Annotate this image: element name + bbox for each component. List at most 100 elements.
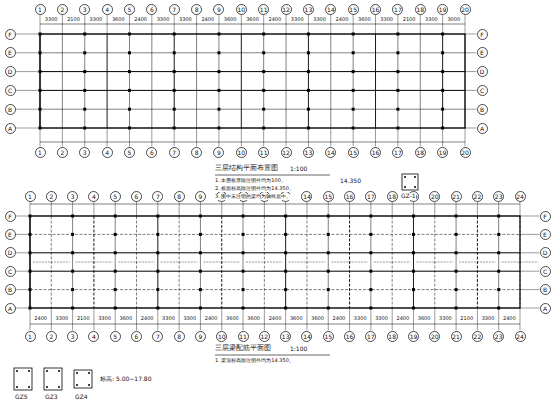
axis-bubble: F xyxy=(540,211,551,222)
detail-label: GZ-1 xyxy=(401,193,416,200)
axis-number: B xyxy=(540,284,551,295)
axis-number: A xyxy=(5,123,16,134)
dimension: 3600 xyxy=(290,316,303,322)
axis-bubble: 7 xyxy=(169,147,180,158)
axis-bubble: 21 xyxy=(451,191,462,202)
axis-bubble: B xyxy=(5,284,16,295)
axis-number: 15 xyxy=(348,4,359,15)
axis-number: 19 xyxy=(408,331,419,342)
dimension: 3300 xyxy=(56,316,69,322)
column-label: GZ5 xyxy=(15,394,28,401)
axis-bubble: 23 xyxy=(493,331,504,342)
axis-number: 5 xyxy=(124,4,135,15)
axis-number: 17 xyxy=(365,191,376,202)
scale: 1:100 xyxy=(290,166,307,173)
axis-number: 8 xyxy=(191,4,202,15)
axis-bubble: 12 xyxy=(281,147,292,158)
axis-number: 1 xyxy=(25,331,36,342)
axis-number: 1 xyxy=(35,147,46,158)
axis-number: 8 xyxy=(174,331,185,342)
axis-number: F xyxy=(5,211,16,222)
axis-number: 14 xyxy=(325,4,336,15)
axis-bubble: 13 xyxy=(303,147,314,158)
axis-number: 15 xyxy=(323,191,334,202)
axis-bubble: 17 xyxy=(392,147,403,158)
axis-number: 1 xyxy=(25,191,36,202)
axis-bubble: 16 xyxy=(344,331,355,342)
axis-bubble: 14 xyxy=(301,331,312,342)
axis-bubble: C xyxy=(477,85,488,96)
axis-number: 3 xyxy=(79,147,90,158)
axis-number: E xyxy=(540,229,551,240)
axis-bubble: 18 xyxy=(415,4,426,15)
axis-number: 9 xyxy=(195,331,206,342)
dimension: 2400 xyxy=(205,316,218,322)
dimension: 2400 xyxy=(396,316,409,322)
axis-bubble: 5 xyxy=(124,4,135,15)
axis-bubble: 6 xyxy=(131,191,142,202)
axis-number: 7 xyxy=(169,147,180,158)
axis-number: 8 xyxy=(191,147,202,158)
axis-bubble: 15 xyxy=(323,331,334,342)
note: 1. 本层板厚除注明外均为100。 xyxy=(215,178,286,184)
axis-number: 23 xyxy=(493,191,504,202)
axis-bubble: 14 xyxy=(325,147,336,158)
axis-number: D xyxy=(477,66,488,77)
axis-number: 24 xyxy=(515,331,526,342)
axis-number: 9 xyxy=(213,147,224,158)
axis-bubble: 4 xyxy=(88,191,99,202)
axis-number: 23 xyxy=(493,331,504,342)
dimension: 3300 xyxy=(179,17,192,23)
axis-number: 3 xyxy=(79,4,90,15)
axis-bubble: 23 xyxy=(493,191,504,202)
axis-number: 14 xyxy=(325,147,336,158)
dimension: 3300 xyxy=(90,17,103,23)
axis-number: 24 xyxy=(515,191,526,202)
axis-number: 16 xyxy=(370,147,381,158)
axis-number: 3 xyxy=(67,331,78,342)
axis-number: 7 xyxy=(169,4,180,15)
axis-number: 17 xyxy=(392,147,403,158)
dimension: 3300 xyxy=(157,17,170,23)
axis-number: 22 xyxy=(472,331,483,342)
axis-bubble: 1 xyxy=(35,147,46,158)
axis-bubble: 4 xyxy=(102,4,113,15)
axis-bubble: 15 xyxy=(348,147,359,158)
axis-number: 4 xyxy=(88,331,99,342)
axis-bubble: 18 xyxy=(387,191,398,202)
axis-number: 4 xyxy=(102,147,113,158)
axis-number: F xyxy=(540,211,551,222)
dimension: 3600 xyxy=(247,316,260,322)
axis-bubble: B xyxy=(540,284,551,295)
dimension: 2100 xyxy=(403,17,416,23)
axis-bubble: 9 xyxy=(195,331,206,342)
axis-bubble: 3 xyxy=(67,331,78,342)
axis-bubble: 24 xyxy=(515,331,526,342)
scale: 1:100 xyxy=(290,346,307,353)
axis-number: 18 xyxy=(387,331,398,342)
axis-bubble: 20 xyxy=(429,191,440,202)
axis-number: 9 xyxy=(195,191,206,202)
dimension: 3300 xyxy=(354,316,367,322)
axis-number: 18 xyxy=(415,147,426,158)
axis-number: 6 xyxy=(146,147,157,158)
axis-bubble: 2 xyxy=(46,191,57,202)
axis-number: 21 xyxy=(451,331,462,342)
axis-bubble: 11 xyxy=(258,4,269,15)
axis-bubble: B xyxy=(477,104,488,115)
axis-bubble: 24 xyxy=(515,191,526,202)
axis-bubble: 9 xyxy=(213,4,224,15)
axis-number: C xyxy=(477,85,488,96)
axis-number: 22 xyxy=(472,191,483,202)
axis-bubble: 10 xyxy=(236,147,247,158)
axis-number: 6 xyxy=(146,4,157,15)
dimension: 3300 xyxy=(291,17,304,23)
dimension: 2400 xyxy=(269,17,282,23)
dimension: 3300 xyxy=(482,316,495,322)
axis-number: 12 xyxy=(259,331,270,342)
axis-bubble: D xyxy=(5,66,16,77)
axis-number: A xyxy=(5,303,16,314)
axis-number: 19 xyxy=(437,147,448,158)
axis-number: 16 xyxy=(344,191,355,202)
axis-number: 5 xyxy=(110,331,121,342)
